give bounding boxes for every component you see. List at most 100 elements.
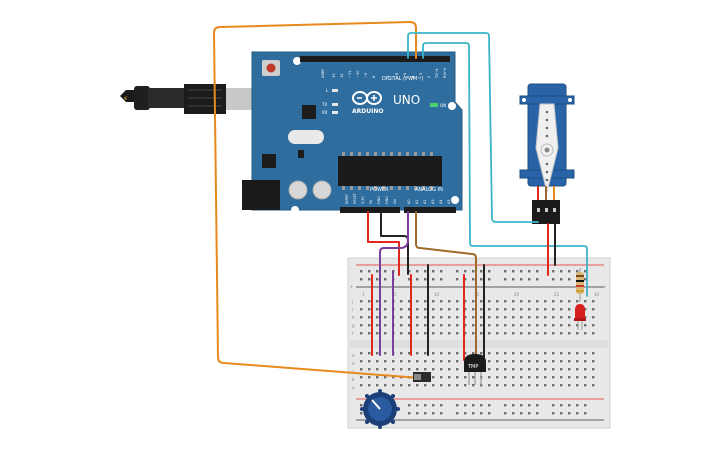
breadboard-hole[interactable] bbox=[432, 300, 435, 303]
breadboard-hole[interactable] bbox=[584, 376, 587, 379]
breadboard-hole[interactable] bbox=[448, 300, 451, 303]
breadboard-hole[interactable] bbox=[504, 404, 507, 407]
breadboard-hole[interactable] bbox=[488, 368, 491, 371]
breadboard-hole[interactable] bbox=[408, 316, 411, 319]
breadboard-hole[interactable] bbox=[464, 404, 467, 407]
breadboard-hole[interactable] bbox=[432, 270, 435, 273]
breadboard-hole[interactable] bbox=[480, 404, 483, 407]
breadboard-hole[interactable] bbox=[368, 368, 371, 371]
breadboard-hole[interactable] bbox=[480, 384, 483, 387]
breadboard-hole[interactable] bbox=[384, 376, 387, 379]
breadboard-hole[interactable] bbox=[432, 412, 435, 415]
breadboard-hole[interactable] bbox=[432, 384, 435, 387]
breadboard-hole[interactable] bbox=[552, 308, 555, 311]
breadboard-hole[interactable] bbox=[360, 368, 363, 371]
breadboard-hole[interactable] bbox=[368, 376, 371, 379]
breadboard-hole[interactable] bbox=[520, 376, 523, 379]
breadboard-hole[interactable] bbox=[552, 368, 555, 371]
breadboard-hole[interactable] bbox=[360, 332, 363, 335]
breadboard-hole[interactable] bbox=[592, 352, 595, 355]
breadboard-hole[interactable] bbox=[480, 278, 483, 281]
breadboard-hole[interactable] bbox=[552, 324, 555, 327]
breadboard-hole[interactable] bbox=[576, 384, 579, 387]
breadboard-hole[interactable] bbox=[464, 332, 467, 335]
breadboard-hole[interactable] bbox=[512, 384, 515, 387]
wire-teal-led[interactable] bbox=[422, 42, 588, 297]
breadboard-hole[interactable] bbox=[528, 412, 531, 415]
breadboard-hole[interactable] bbox=[400, 332, 403, 335]
digital-pin-header[interactable] bbox=[300, 56, 450, 62]
breadboard-hole[interactable] bbox=[528, 360, 531, 363]
usb-cable[interactable]: ⚡ bbox=[120, 84, 254, 114]
breadboard-hole[interactable] bbox=[488, 352, 491, 355]
breadboard-hole[interactable] bbox=[496, 376, 499, 379]
breadboard-hole[interactable] bbox=[560, 324, 563, 327]
breadboard-hole[interactable] bbox=[424, 384, 427, 387]
breadboard-hole[interactable] bbox=[424, 316, 427, 319]
breadboard-hole[interactable] bbox=[456, 278, 459, 281]
breadboard-hole[interactable] bbox=[576, 300, 579, 303]
breadboard-hole[interactable] bbox=[560, 360, 563, 363]
breadboard-hole[interactable] bbox=[432, 308, 435, 311]
breadboard-hole[interactable] bbox=[440, 368, 443, 371]
reset-button-cap[interactable] bbox=[266, 63, 276, 73]
breadboard-hole[interactable] bbox=[384, 324, 387, 327]
breadboard-hole[interactable] bbox=[496, 308, 499, 311]
breadboard-hole[interactable] bbox=[568, 270, 571, 273]
breadboard-hole[interactable] bbox=[472, 278, 475, 281]
breadboard-hole[interactable] bbox=[440, 384, 443, 387]
potentiometer[interactable] bbox=[360, 389, 400, 429]
breadboard-hole[interactable] bbox=[368, 360, 371, 363]
breadboard-hole[interactable] bbox=[368, 352, 371, 355]
breadboard-hole[interactable] bbox=[464, 412, 467, 415]
breadboard-hole[interactable] bbox=[552, 332, 555, 335]
breadboard-hole[interactable] bbox=[576, 352, 579, 355]
breadboard-hole[interactable] bbox=[536, 412, 539, 415]
breadboard-hole[interactable] bbox=[456, 270, 459, 273]
breadboard-hole[interactable] bbox=[456, 412, 459, 415]
wire-purple-a0[interactable] bbox=[379, 211, 409, 356]
breadboard-hole[interactable] bbox=[560, 332, 563, 335]
breadboard-hole[interactable] bbox=[488, 278, 491, 281]
breadboard-hole[interactable] bbox=[488, 332, 491, 335]
breadboard-hole[interactable] bbox=[360, 270, 363, 273]
breadboard-hole[interactable] bbox=[512, 404, 515, 407]
breadboard-hole[interactable] bbox=[544, 360, 547, 363]
breadboard-hole[interactable] bbox=[584, 332, 587, 335]
breadboard-hole[interactable] bbox=[496, 316, 499, 319]
breadboard-hole[interactable] bbox=[392, 376, 395, 379]
breadboard-hole[interactable] bbox=[432, 404, 435, 407]
breadboard-hole[interactable] bbox=[424, 300, 427, 303]
breadboard-hole[interactable] bbox=[408, 360, 411, 363]
breadboard-hole[interactable] bbox=[384, 360, 387, 363]
breadboard-hole[interactable] bbox=[480, 332, 483, 335]
breadboard-hole[interactable] bbox=[568, 404, 571, 407]
breadboard-hole[interactable] bbox=[584, 324, 587, 327]
breadboard-hole[interactable] bbox=[424, 412, 427, 415]
breadboard-hole[interactable] bbox=[520, 308, 523, 311]
breadboard-hole[interactable] bbox=[400, 324, 403, 327]
breadboard-hole[interactable] bbox=[408, 412, 411, 415]
breadboard-hole[interactable] bbox=[400, 360, 403, 363]
breadboard-hole[interactable] bbox=[376, 376, 379, 379]
breadboard-hole[interactable] bbox=[536, 324, 539, 327]
breadboard-hole[interactable] bbox=[464, 352, 467, 355]
breadboard-hole[interactable] bbox=[504, 332, 507, 335]
breadboard-hole[interactable] bbox=[368, 270, 371, 273]
breadboard-hole[interactable] bbox=[544, 384, 547, 387]
breadboard-hole[interactable] bbox=[424, 324, 427, 327]
breadboard-hole[interactable] bbox=[368, 308, 371, 311]
breadboard-hole[interactable] bbox=[560, 316, 563, 319]
breadboard-hole[interactable] bbox=[488, 404, 491, 407]
breadboard-hole[interactable] bbox=[456, 300, 459, 303]
breadboard-hole[interactable] bbox=[504, 308, 507, 311]
wires[interactable] bbox=[213, 21, 588, 379]
breadboard-hole[interactable] bbox=[528, 324, 531, 327]
breadboard-hole[interactable] bbox=[512, 270, 515, 273]
breadboard-hole[interactable] bbox=[544, 352, 547, 355]
breadboard-hole[interactable] bbox=[536, 368, 539, 371]
breadboard-hole[interactable] bbox=[448, 376, 451, 379]
breadboard-hole[interactable] bbox=[544, 324, 547, 327]
breadboard-hole[interactable] bbox=[560, 376, 563, 379]
breadboard-hole[interactable] bbox=[368, 300, 371, 303]
